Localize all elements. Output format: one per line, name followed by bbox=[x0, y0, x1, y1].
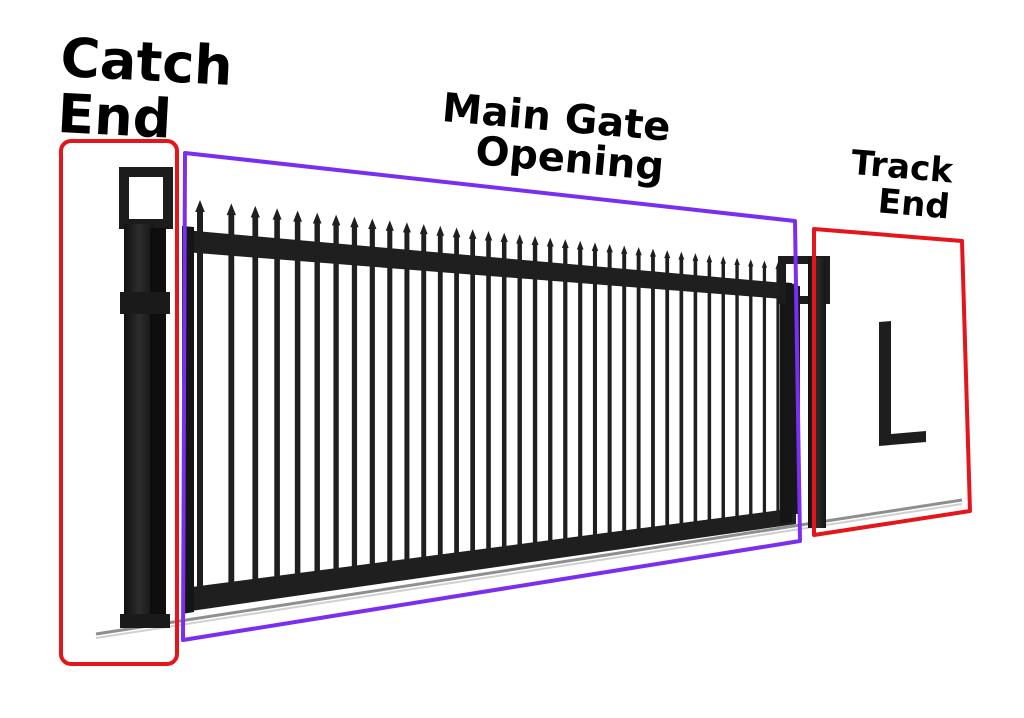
gate-picket bbox=[531, 235, 539, 551]
gate-picket bbox=[250, 205, 260, 591]
gate-picket bbox=[734, 257, 740, 522]
gate-picket bbox=[748, 259, 754, 520]
gate-picket bbox=[293, 210, 303, 585]
catch-end-box bbox=[59, 139, 179, 666]
track-end-box bbox=[812, 227, 972, 537]
track-end-label: Track End bbox=[837, 143, 954, 228]
gate-picket bbox=[664, 250, 671, 532]
gate-picket bbox=[706, 254, 713, 526]
track-end-post bbox=[778, 256, 830, 528]
track-end-bracket bbox=[879, 321, 926, 446]
gate-picket bbox=[606, 243, 613, 540]
catch-end-post bbox=[119, 167, 173, 628]
gate-picket bbox=[775, 262, 781, 516]
gate-picket bbox=[761, 260, 768, 518]
gate-picket bbox=[546, 237, 554, 549]
gate-picket bbox=[312, 212, 322, 582]
gate-picket bbox=[419, 223, 428, 567]
gate-picket bbox=[649, 248, 657, 534]
gate-picket bbox=[195, 200, 205, 598]
gate-picket bbox=[561, 239, 569, 547]
gate-picket bbox=[635, 247, 642, 536]
gate-picket bbox=[226, 203, 236, 594]
gate-picket bbox=[385, 220, 394, 572]
gate-picket bbox=[692, 253, 699, 528]
gate-picket bbox=[368, 218, 377, 574]
gate-picket bbox=[500, 232, 508, 555]
gate-bottom-rail bbox=[184, 508, 796, 612]
gate-picket bbox=[350, 216, 359, 577]
main-gate-opening-box bbox=[181, 151, 802, 642]
gate-picket bbox=[402, 222, 411, 569]
gate-picket bbox=[272, 208, 282, 588]
track-end-label-line-2: End bbox=[876, 181, 952, 228]
gate-picket bbox=[331, 214, 341, 579]
gate-picket bbox=[591, 242, 599, 542]
gate-picket bbox=[678, 251, 685, 530]
gate-picket bbox=[621, 245, 628, 538]
catch-end-label: Catch End bbox=[56, 26, 234, 151]
gate-picket bbox=[720, 256, 727, 524]
gate-picket bbox=[576, 240, 584, 545]
gate-picket bbox=[452, 227, 461, 562]
gate-picket bbox=[436, 225, 445, 564]
gate-picket bbox=[516, 234, 524, 553]
ground-rail bbox=[95, 498, 963, 639]
gate-picket bbox=[468, 229, 477, 560]
gate-pickets bbox=[195, 200, 781, 598]
gate-picket bbox=[484, 230, 493, 558]
